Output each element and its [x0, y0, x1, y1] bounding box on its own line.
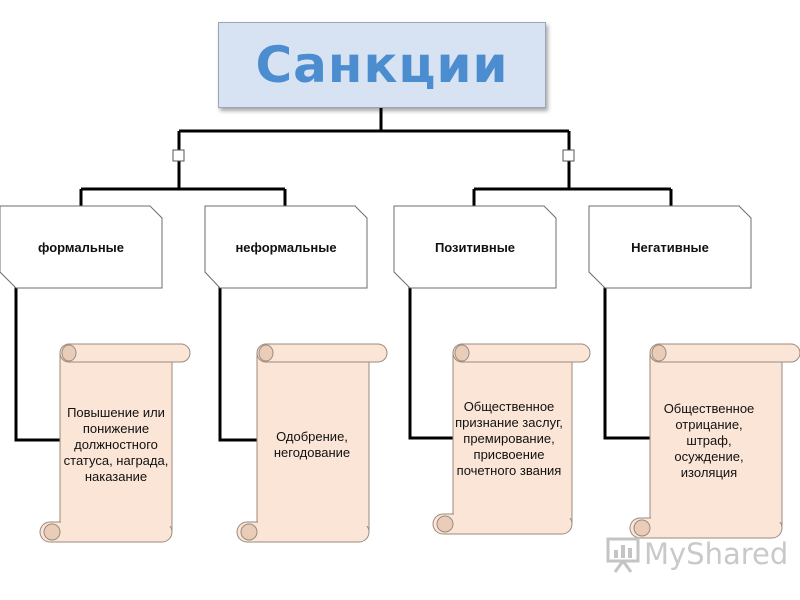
- scroll-negative-body: [649, 353, 783, 527]
- scroll-formal-seam: [61, 520, 171, 526]
- scroll-text-formal: Повышение или понижение должностного ста…: [63, 405, 169, 484]
- category-card-informal: [204, 205, 368, 289]
- title-box: Санкции: [218, 22, 546, 108]
- scroll-negative-bottom-curl: [633, 519, 651, 537]
- category-label-positive: Позитивные: [434, 239, 516, 255]
- elbow-positive: [408, 287, 453, 440]
- scroll-positive-seam: [454, 512, 571, 518]
- category-card-positive: [393, 205, 557, 289]
- scroll-positive-top-curl: [454, 344, 470, 362]
- scroll-negative-top-curl: [651, 344, 667, 362]
- category-label-negative: Негативные: [631, 239, 709, 255]
- elbow-informal: [218, 287, 257, 442]
- scroll-text-positive: Общественное признание заслуг, премирова…: [455, 399, 563, 478]
- scroll-informal-body: [256, 353, 370, 531]
- category-card-formal: [0, 205, 163, 289]
- scroll-formal-top-curl: [61, 344, 77, 362]
- scroll-informal-seam: [258, 520, 368, 526]
- elbow-formal: [14, 287, 60, 442]
- junction-square-right: [562, 149, 575, 162]
- junction-square-left: [172, 149, 185, 162]
- scroll-shapes: [39, 343, 800, 543]
- elbow-negative: [603, 287, 650, 440]
- presentation-chart-icon: [606, 537, 640, 573]
- scroll-text-negative: Общественное отрицание, штраф, осуждение…: [663, 401, 755, 480]
- category-label-informal: неформальные: [235, 239, 337, 255]
- scroll-informal-top-curl: [258, 344, 274, 362]
- scroll-informal-bottom-curl: [240, 523, 258, 541]
- diagram-title: Санкции: [255, 36, 509, 94]
- scroll-informal-top-roll: [256, 343, 388, 363]
- scroll-positive-bottom-curl: [436, 515, 454, 533]
- watermark-logo: MyShared: [606, 534, 788, 574]
- scroll-formal-bottom-curl: [43, 523, 61, 541]
- scroll-positive-top-roll: [452, 343, 591, 363]
- scroll-formal-body: [59, 353, 173, 531]
- watermark-text: MyShared: [644, 537, 789, 571]
- scroll-positive-body: [452, 353, 573, 523]
- scroll-text-informal: Одобрение, негодование: [273, 429, 351, 460]
- category-label-formal: формальные: [37, 239, 125, 255]
- scroll-formal-top-roll: [59, 343, 191, 363]
- scroll-negative-seam: [651, 516, 781, 522]
- category-card-negative: [588, 205, 752, 289]
- scroll-negative-top-roll: [649, 343, 800, 363]
